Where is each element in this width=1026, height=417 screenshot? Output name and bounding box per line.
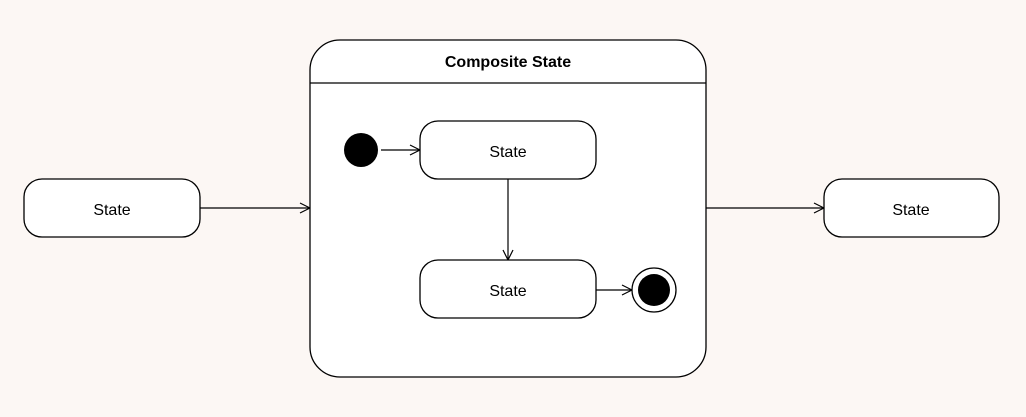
final-state-icon <box>631 267 677 313</box>
inner-bottom-state[interactable]: State <box>419 259 597 319</box>
left-state[interactable]: State <box>23 178 201 238</box>
right-state-label: State <box>892 202 929 219</box>
left-state-label: State <box>93 202 130 219</box>
inner-bottom-state-label: State <box>489 283 526 300</box>
composite-state-title: Composite State <box>445 54 571 71</box>
inner-top-state[interactable]: State <box>419 120 597 180</box>
initial-state-dot <box>344 133 378 167</box>
composite-state[interactable]: Composite State State State <box>309 39 707 378</box>
right-state[interactable]: State <box>823 178 1000 238</box>
inner-top-state-label: State <box>489 144 526 161</box>
